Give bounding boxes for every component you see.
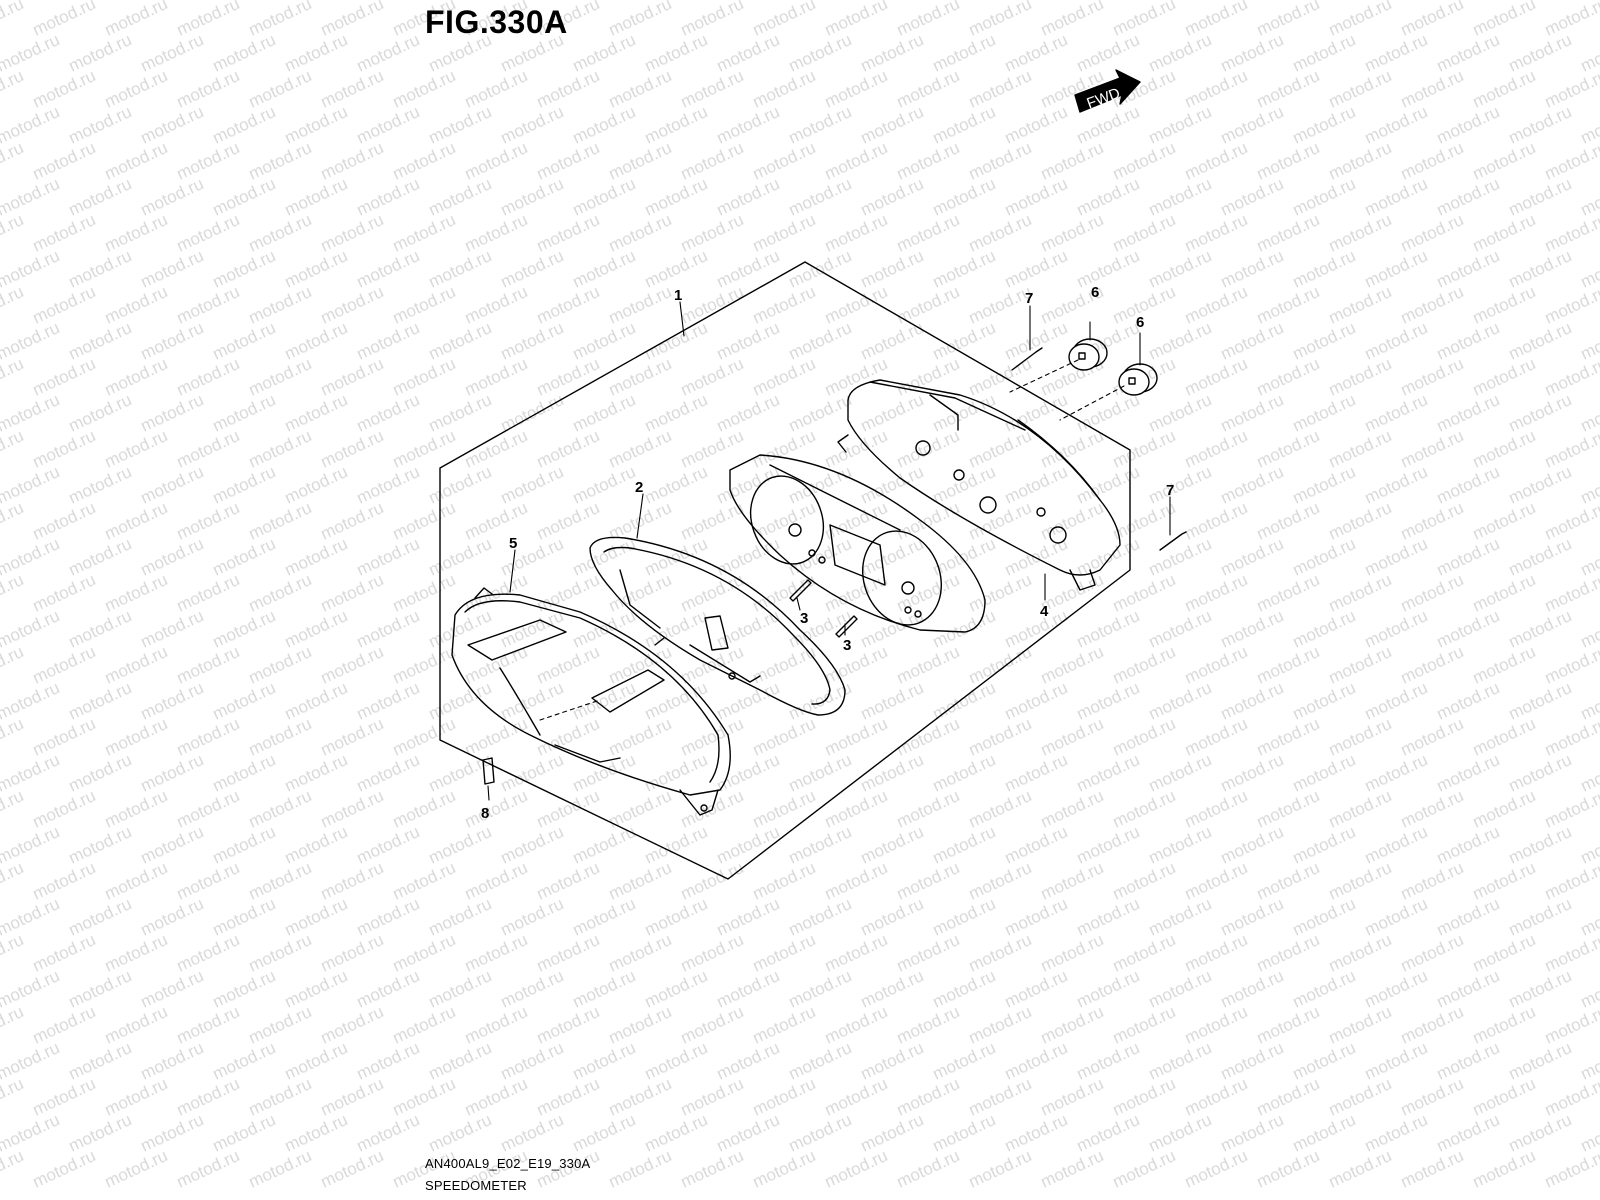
figure-title: FIG.330A	[425, 4, 568, 40]
part-7-screws	[1011, 347, 1187, 551]
callout-4: 4	[1040, 603, 1049, 620]
callout-8: 8	[481, 805, 489, 822]
callout-5: 5	[509, 535, 517, 552]
callout-labels: 1 2 3 3 4 5 6 6 7 7 8	[481, 284, 1174, 822]
callout-6: 6	[1136, 314, 1144, 331]
part-6-grommets	[1068, 338, 1158, 396]
callout-6: 6	[1091, 284, 1099, 301]
part-4-rear-case	[837, 379, 1121, 591]
fwd-arrow-icon: FWD	[1074, 69, 1141, 113]
part-2-bezel	[589, 536, 846, 716]
part-5-lens-cover	[451, 587, 731, 816]
callout-1: 1	[674, 287, 682, 304]
callout-7: 7	[1025, 290, 1033, 307]
dial-face-assembly	[729, 454, 986, 633]
callout-3: 3	[800, 610, 808, 627]
part-3-bulbs	[789, 579, 858, 638]
part-8-label-sticker	[482, 757, 495, 785]
assembly-box-outline	[439, 261, 1131, 880]
diagram-name: SPEEDOMETER	[425, 1178, 527, 1193]
callout-7: 7	[1166, 482, 1174, 499]
callout-3: 3	[843, 637, 851, 654]
drawing-code: AN400AL9_E02_E19_330A	[425, 1156, 591, 1171]
leader-lines	[487, 301, 1171, 801]
callout-2: 2	[635, 479, 643, 496]
